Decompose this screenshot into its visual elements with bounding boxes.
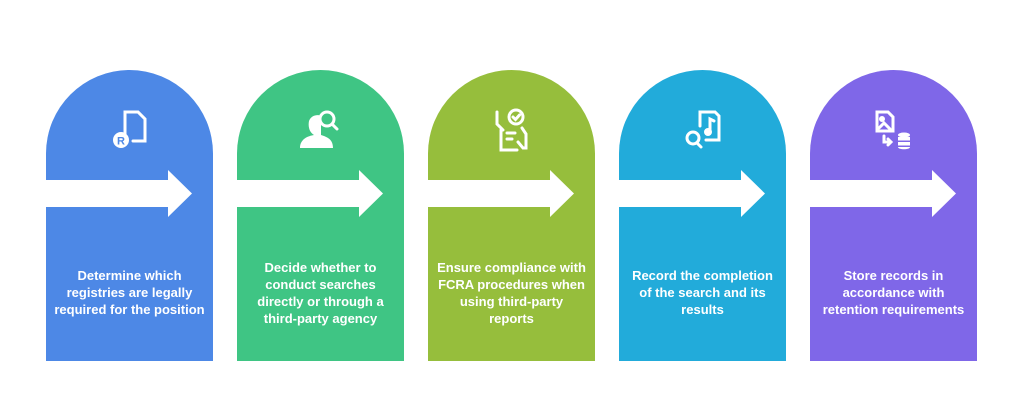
step-text: Determine which registries are legally r… (54, 268, 205, 317)
step-2: Decide whether to conduct searches direc… (237, 70, 404, 361)
step-4: Record the completion of the search and … (619, 70, 786, 361)
record-search-icon (685, 110, 720, 149)
records-database-icon (875, 110, 910, 150)
registry-document-icon: R (112, 110, 146, 148)
step-text: Decide whether to conduct searches direc… (257, 259, 384, 326)
step-text: Ensure compliance with FCRA procedures w… (437, 259, 586, 326)
svg-text:R: R (117, 136, 125, 148)
arrow-right-icon (237, 170, 383, 217)
arrow-right-icon (810, 170, 956, 217)
person-search-icon (299, 110, 338, 148)
arrow-right-icon (619, 170, 765, 217)
arrow-right-icon (428, 170, 574, 217)
step-text: Record the completion of the search and … (632, 268, 773, 317)
step-5: Store records in accordance with retenti… (810, 70, 977, 361)
arrow-right-icon (46, 170, 192, 217)
compliance-checklist-icon (495, 108, 527, 152)
step-text: Store records in accordance with retenti… (822, 268, 965, 317)
step-3: Ensure compliance with FCRA procedures w… (428, 70, 595, 361)
step-1: R Determine which registries are legally… (46, 70, 213, 361)
